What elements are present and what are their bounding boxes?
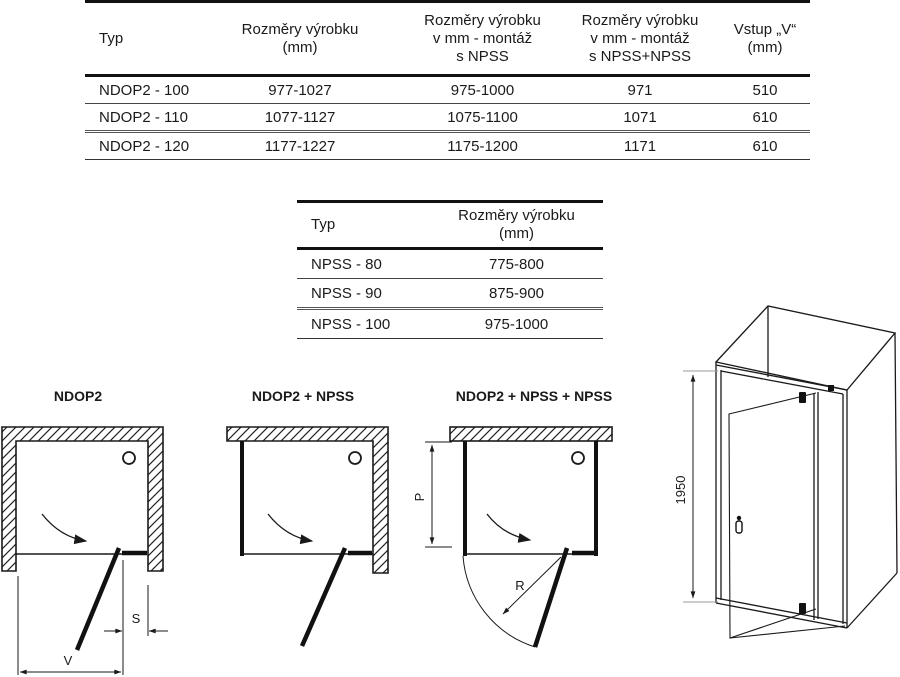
height-dim-label: 1950 (673, 476, 688, 505)
dim-label-r: R (515, 578, 524, 593)
header-size-npss: Rozměry výrobku v mm - montáž s NPSS (405, 0, 560, 77)
door-swing-arc (462, 555, 536, 648)
cell-entry: 610 (720, 103, 810, 132)
header-typ: Typ (297, 200, 430, 250)
diagram1-title: NDOP2 (54, 388, 102, 404)
table-row: NDOP2 - 100 977-1027 975-1000 971 510 (85, 76, 810, 104)
door-swing-arrow-icon (486, 513, 532, 543)
cell-typ: NDOP2 - 120 (85, 130, 195, 160)
cell-typ: NPSS - 80 (311, 255, 382, 273)
hinge-top-icon (799, 392, 806, 403)
dim-label-v: V (64, 653, 73, 668)
cell-entry: 510 (752, 81, 778, 99)
door-panel (728, 392, 846, 639)
table-row: NDOP2 - 110 1077-1127 1075-1100 1071 610 (85, 103, 810, 132)
cell-typ: NDOP2 - 110 (85, 103, 195, 132)
cell-size-npss2: 1071 (560, 103, 720, 132)
handle-knob-icon (736, 515, 742, 521)
cell-size-npss: 1175-1200 (405, 130, 560, 160)
technical-diagrams: NDOP2 S V NDOP2 + NPSS (1, 305, 898, 675)
hardware (735, 385, 834, 614)
cell-size: 977-1027 (268, 81, 332, 99)
header-size-npss-npss: Rozměry výrobku v mm - montáž s NPSS+NPS… (560, 0, 720, 77)
door-open-line (74, 547, 122, 651)
header-product-size: Rozměry výrobku (mm) (195, 0, 405, 77)
diagram3-title: NDOP2 + NPSS + NPSS (456, 388, 612, 404)
wall-bracket-icon (828, 385, 834, 391)
cell-size-npss2: 1171 (560, 130, 720, 160)
table-row: NPSS - 90 875-900 (297, 278, 603, 309)
dim-label-s: S (132, 611, 141, 626)
door-open-line (532, 547, 570, 648)
cell-typ: NDOP2 - 100 (99, 81, 190, 99)
drain-icon (122, 451, 136, 465)
header-product-size: Rozměry výrobku (mm) (430, 200, 603, 250)
door-open-line (299, 547, 348, 647)
wall-hatched-l (226, 426, 389, 574)
cell-size: 975-1000 (430, 307, 603, 339)
hinge-bottom-icon (799, 603, 806, 614)
dimension-lines (425, 441, 452, 548)
diagram-3d-view: 1950 (673, 305, 898, 639)
radius-line (502, 556, 562, 615)
door-swing-arrow-icon (41, 513, 88, 545)
cell-size-npss: 1075-1100 (405, 103, 560, 132)
table-row: NDOP2 - 120 1177-1227 1175-1200 1171 610 (85, 130, 810, 160)
diagram-ndop2-npss: NDOP2 + NPSS (226, 388, 389, 647)
table-header-row: Typ Rozměry výrobku (mm) Rozměry výrobku… (85, 0, 810, 77)
table-row: NPSS - 80 775-800 (297, 249, 603, 279)
enclosure-outline (714, 305, 898, 629)
dimension-lines (17, 560, 168, 675)
ndop2-size-table: Typ Rozměry výrobku (mm) Rozměry výrobku… (85, 0, 810, 160)
table-row: NPSS - 100 975-1000 (297, 307, 603, 339)
dim-label-p: P (412, 493, 427, 502)
diagram-ndop2: NDOP2 S V (1, 388, 168, 675)
header-entry-v: Vstup „V“ (mm) (720, 0, 810, 77)
cell-typ: NPSS - 90 (297, 278, 430, 309)
wall-hatched-u (1, 426, 164, 572)
cell-typ: NPSS - 100 (297, 307, 430, 339)
door-swing-arrow-icon (267, 513, 314, 545)
cell-size: 875-900 (430, 278, 603, 309)
table-header-row: Typ Rozměry výrobku (mm) (297, 200, 603, 250)
height-dimension (683, 370, 718, 603)
drain-icon (571, 451, 585, 465)
drain-icon (348, 451, 362, 465)
cell-size: 775-800 (488, 255, 545, 273)
header-typ: Typ (85, 0, 195, 77)
cell-size: 1177-1227 (195, 130, 405, 160)
handle-icon (735, 520, 743, 534)
cell-size-npss: 975-1000 (450, 81, 515, 99)
cell-size: 1077-1127 (195, 103, 405, 132)
npss-size-table: Typ Rozměry výrobku (mm) NPSS - 80 775-8… (297, 200, 603, 339)
diagram-ndop2-npss-npss: NDOP2 + NPSS + NPSS R P (412, 388, 613, 648)
diagram2-title: NDOP2 + NPSS (252, 388, 354, 404)
cell-entry: 610 (720, 130, 810, 160)
cell-size-npss2: 971 (627, 81, 653, 99)
wall-hatched-top (449, 426, 613, 442)
